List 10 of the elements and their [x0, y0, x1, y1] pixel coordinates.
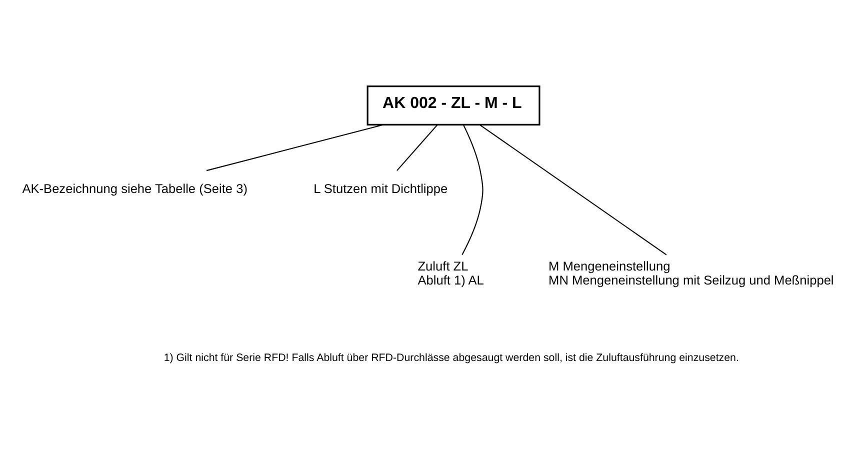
- node-text: Zuluft ZL Abluft 1) AL: [417, 258, 484, 287]
- connector: [479, 124, 666, 255]
- label: 1) Gilt nicht für Serie RFD! Falls Abluft über RFD-Durchlässe abgesaugt werden soll, ist die Zuluftausführung einzusetzen.: [163, 352, 738, 364]
- node-text: L Stutzen mit Dichtlippe: [313, 180, 448, 196]
- connector: [396, 124, 438, 170]
- node-text: AK-Bezeichnung siehe Tabelle (Seite 3): [22, 180, 247, 196]
- connector: [461, 124, 483, 254]
- node-text: M Mengeneinstellung MN Mengeneinstellung mit Seilzug und Meßnippel: [548, 258, 834, 287]
- node-box: AK 002 - ZL - M - L: [366, 84, 540, 125]
- connector: [206, 124, 383, 171]
